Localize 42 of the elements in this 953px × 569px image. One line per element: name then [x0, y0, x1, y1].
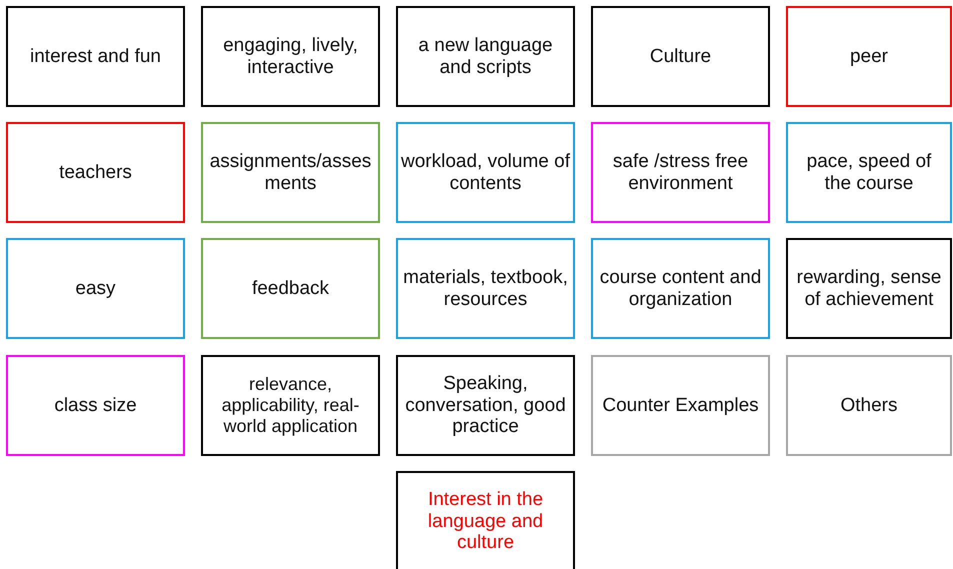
label-box	[201, 6, 380, 107]
box-label: assignments/assesments	[208, 150, 372, 194]
label-box	[591, 238, 770, 339]
box-label: Counter Examples	[601, 394, 760, 416]
box-label: easy	[74, 278, 117, 300]
box-label: materials, textbook, resources	[402, 266, 569, 310]
label-box	[396, 471, 575, 569]
box-label: Speaking, conversation, good practice	[404, 372, 567, 438]
box-label: class size	[53, 394, 138, 416]
box-label: engaging, lively, interactive	[222, 34, 359, 78]
label-box	[6, 355, 185, 456]
label-box	[786, 355, 952, 456]
label-box	[396, 355, 575, 456]
box-label: Culture	[648, 46, 712, 68]
label-box	[591, 122, 770, 223]
box-label: relevance, applicability, real-world application	[220, 374, 360, 437]
label-box	[201, 355, 380, 456]
box-label: pace, speed of the course	[806, 150, 932, 194]
label-box	[201, 122, 380, 223]
box-label: workload, volume of contents	[400, 150, 571, 194]
box-label: safe /stress free environment	[612, 150, 750, 194]
box-label: Interest in the language and culture	[426, 488, 544, 554]
box-label: peer	[848, 46, 890, 68]
box-label: feedback	[250, 278, 330, 300]
label-box	[396, 122, 575, 223]
label-box	[6, 6, 185, 107]
box-label: interest and fun	[29, 46, 162, 68]
label-box	[6, 238, 185, 339]
label-box	[786, 122, 952, 223]
box-label: a new language and scripts	[417, 34, 554, 78]
box-label: Others	[839, 394, 899, 416]
label-box	[201, 238, 380, 339]
label-box	[396, 6, 575, 107]
box-label: rewarding, sense of achievement	[796, 266, 942, 310]
box-label: teachers	[58, 162, 133, 184]
label-box	[591, 6, 770, 107]
label-box	[6, 122, 185, 223]
label-box	[396, 238, 575, 339]
label-box	[786, 6, 952, 107]
label-box	[591, 355, 770, 456]
label-box	[786, 238, 952, 339]
box-label: course content and organization	[598, 266, 762, 310]
